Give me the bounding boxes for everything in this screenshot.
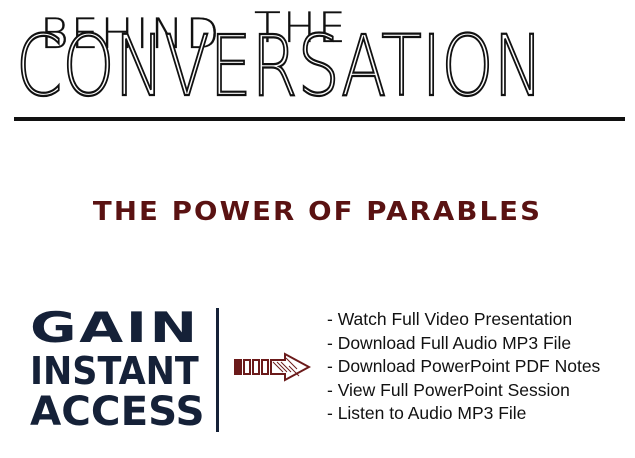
feature-item-video[interactable]: - Watch Full Video Presentation — [327, 309, 573, 329]
header-behind-word: BEHIND — [40, 10, 222, 59]
arrow-right-icon — [234, 352, 311, 382]
header-divider — [14, 117, 625, 121]
feature-item-pdf-notes[interactable]: - Download PowerPoint PDF Notes — [327, 356, 601, 376]
gain-instant-access-heading[interactable]: GAIN INSTANT ACCESS — [30, 305, 220, 435]
features-list: - Watch Full Video Presentation - Downlo… — [327, 308, 627, 426]
cta-line-instant: INSTANT — [30, 349, 199, 393]
header-the-word: THE — [254, 4, 348, 53]
cta-divider — [216, 308, 219, 432]
cta-line-access: ACCESS — [30, 389, 205, 435]
session-title: THE POWER OF PARABLES — [92, 197, 543, 227]
header-top-line: BEHIND THE — [40, 6, 360, 56]
feature-item-powerpoint-session[interactable]: - View Full PowerPoint Session — [327, 379, 570, 400]
feature-item-listen-audio[interactable]: - Listen to Audio MP3 File — [327, 403, 527, 423]
cta-line-gain: GAIN — [30, 303, 200, 352]
page-title: CONVERSATION — [15, 17, 544, 115]
feature-item-audio-download[interactable]: - Download Full Audio MP3 File — [327, 332, 572, 353]
